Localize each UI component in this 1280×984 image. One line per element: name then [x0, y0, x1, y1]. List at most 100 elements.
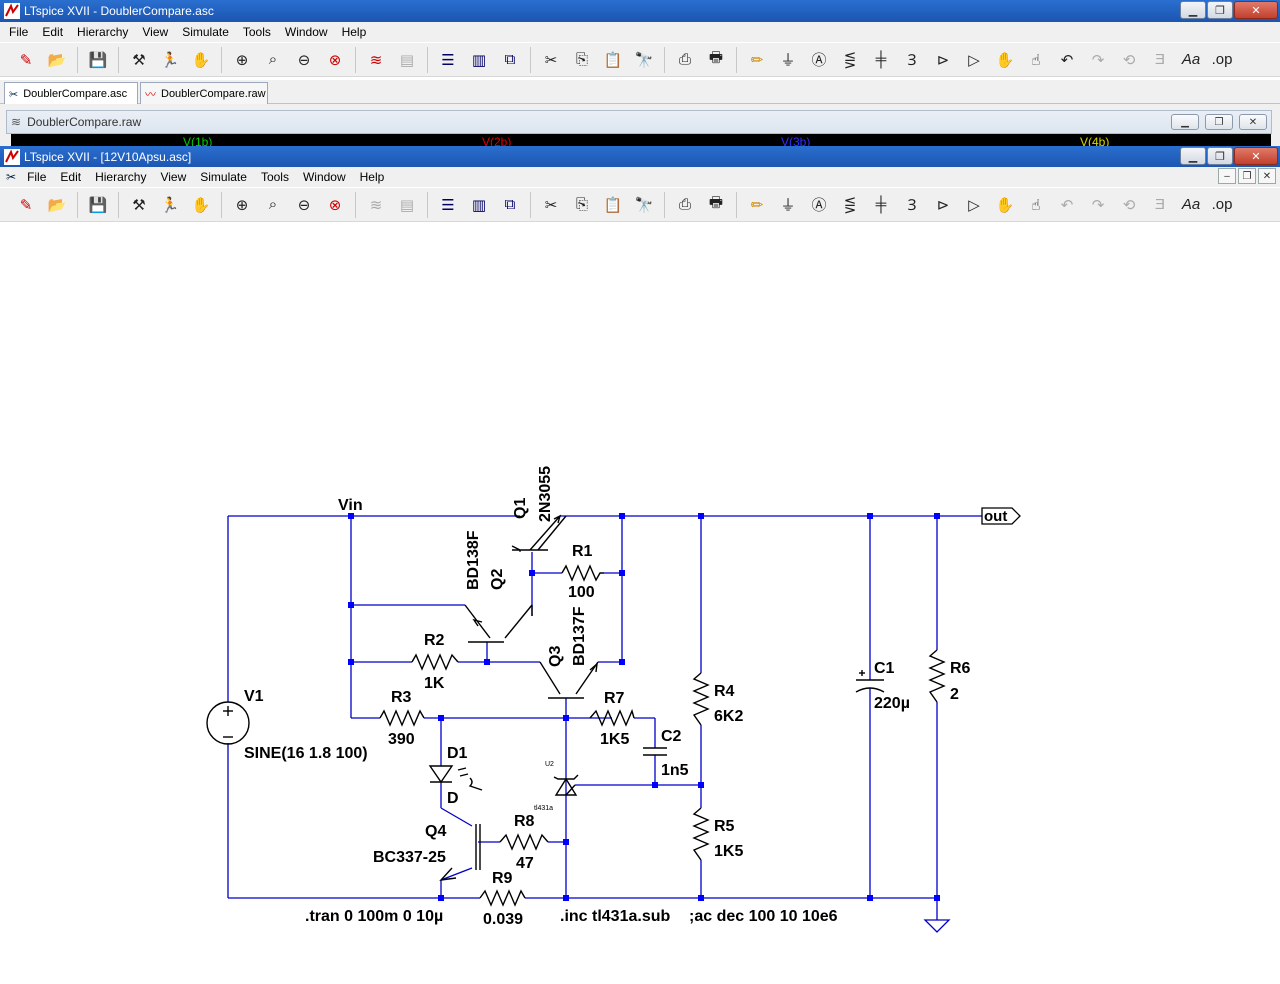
- mdi-close-button[interactable]: ✕: [1258, 168, 1276, 184]
- menu-hierarchy[interactable]: Hierarchy: [77, 25, 129, 39]
- find-icon[interactable]: 🔭: [634, 51, 654, 69]
- zoom-in-icon[interactable]: ⊕: [235, 51, 249, 69]
- control-panel-icon[interactable]: ⚒: [132, 196, 146, 214]
- r4-resistor-symbol[interactable]: [692, 672, 710, 726]
- menu-view[interactable]: View: [142, 25, 169, 39]
- out-net-label[interactable]: out: [981, 507, 1021, 525]
- menu-help[interactable]: Help: [359, 170, 385, 184]
- tile-vertical-icon[interactable]: ▥: [471, 196, 487, 214]
- undo-icon[interactable]: ↶: [1060, 196, 1074, 214]
- r1-value-label[interactable]: 100: [568, 584, 595, 601]
- run-icon[interactable]: 🏃: [160, 51, 180, 69]
- resistor-icon[interactable]: ⋚: [843, 51, 857, 69]
- r6-resistor-symbol[interactable]: [928, 649, 946, 703]
- rotate-icon[interactable]: ⟲: [1122, 196, 1136, 214]
- undo-icon[interactable]: ↶: [1060, 51, 1074, 69]
- spice-directive-icon[interactable]: .op: [1211, 196, 1233, 213]
- capacitor-icon[interactable]: ╪: [875, 196, 887, 213]
- autorange-icon[interactable]: ≋: [369, 51, 383, 69]
- diode-icon[interactable]: ⊳: [936, 196, 950, 214]
- d1-ref-label[interactable]: D1: [447, 745, 468, 762]
- waveform-minimize-button[interactable]: ▁: [1171, 114, 1199, 130]
- tran-directive[interactable]: .tran 0 100m 0 10µ: [305, 908, 443, 925]
- menu-tools[interactable]: Tools: [260, 170, 289, 184]
- run-icon[interactable]: 🏃: [160, 196, 180, 214]
- menu-view[interactable]: View: [160, 170, 187, 184]
- waveform-window-titlebar[interactable]: ≋ DoublerCompare.raw ▁ ❐ ✕: [6, 110, 1272, 134]
- r5-value-label[interactable]: 1K5: [714, 843, 743, 860]
- menu-help[interactable]: Help: [341, 25, 367, 39]
- cascade-icon[interactable]: ⧉: [504, 51, 516, 68]
- u2-value-label[interactable]: tl431a: [534, 805, 553, 812]
- q3-ref-label[interactable]: Q3: [547, 646, 564, 667]
- inc-directive[interactable]: .inc tl431a.sub: [560, 908, 670, 925]
- q1-transistor-symbol[interactable]: [511, 514, 567, 551]
- mirror-icon[interactable]: Ǝ: [1154, 51, 1165, 68]
- q2-ref-label[interactable]: Q2: [489, 569, 506, 590]
- r7-ref-label[interactable]: R7: [604, 690, 625, 707]
- print-icon[interactable]: 🖶: [708, 49, 724, 66]
- zoom-out-icon[interactable]: ⊖: [297, 51, 311, 69]
- q4-value-label[interactable]: BC337-25: [373, 849, 446, 866]
- q4-transistor-symbol[interactable]: [439, 824, 481, 881]
- drag-icon[interactable]: ☝: [1031, 51, 1041, 69]
- schematic-drawing[interactable]: out Vin Q1 2N3055 BD138F Q2 Q3 BD137F R1…: [0, 226, 1280, 984]
- component-icon[interactable]: ▷: [968, 51, 980, 69]
- r5-ref-label[interactable]: R5: [714, 818, 735, 835]
- d1-value-label[interactable]: D: [447, 790, 459, 807]
- halt-icon[interactable]: ✋: [191, 51, 211, 69]
- c2-ref-label[interactable]: C2: [661, 728, 682, 745]
- ground-icon[interactable]: [923, 919, 951, 933]
- waveform-restore-button[interactable]: ❐: [1205, 114, 1233, 130]
- paste-icon[interactable]: 📋: [603, 196, 623, 214]
- save-icon[interactable]: 💾: [88, 196, 108, 214]
- r9-resistor-symbol[interactable]: [479, 889, 526, 907]
- ground-icon[interactable]: ⏚: [780, 197, 796, 214]
- r1-ref-label[interactable]: R1: [572, 543, 593, 560]
- waveform-plot-pane[interactable]: V(1b) V(2b) V(3b) V(4b): [11, 134, 1271, 148]
- vin-net-label[interactable]: Vin: [338, 497, 363, 514]
- r3-resistor-symbol[interactable]: [379, 709, 425, 727]
- minimize-button[interactable]: ▁: [1180, 1, 1206, 19]
- print-setup-icon[interactable]: ⎙: [678, 51, 691, 68]
- menu-file[interactable]: File: [9, 25, 29, 39]
- v1-value-label[interactable]: SINE(16 1.8 100): [244, 745, 368, 762]
- tab-doublercompare-asc[interactable]: ✂ DoublerCompare.asc: [4, 82, 138, 105]
- cascade-icon[interactable]: ⧉: [504, 196, 516, 213]
- r9-value-label[interactable]: 0.039: [483, 911, 523, 928]
- print-setup-icon[interactable]: ⎙: [678, 196, 691, 213]
- r3-value-label[interactable]: 390: [388, 731, 415, 748]
- menu-hierarchy[interactable]: Hierarchy: [95, 170, 147, 184]
- label-net-icon[interactable]: Ⓐ: [811, 197, 827, 214]
- r6-value-label[interactable]: 2: [950, 686, 959, 703]
- c1-value-label[interactable]: 220µ: [874, 695, 910, 712]
- mirror-icon[interactable]: Ǝ: [1154, 196, 1165, 213]
- r4-value-label[interactable]: 6K2: [714, 708, 743, 725]
- component-icon[interactable]: ▷: [968, 196, 980, 214]
- find-icon[interactable]: 🔭: [634, 196, 654, 214]
- mdi-minimize-button[interactable]: –: [1218, 168, 1236, 184]
- c2-value-label[interactable]: 1n5: [661, 762, 689, 779]
- open-icon[interactable]: 📂: [47, 196, 67, 214]
- r5-resistor-symbol[interactable]: [692, 807, 710, 861]
- r6-ref-label[interactable]: R6: [950, 660, 971, 677]
- cut-icon[interactable]: ✂: [544, 196, 558, 214]
- sheet-icon[interactable]: ▤: [399, 196, 415, 214]
- menu-window[interactable]: Window: [302, 170, 346, 184]
- v1-source-symbol[interactable]: [206, 701, 250, 745]
- new-schematic-icon[interactable]: ✎: [19, 196, 33, 214]
- v1-ref-label[interactable]: V1: [244, 688, 264, 705]
- draw-wire-icon[interactable]: ✏: [750, 51, 764, 69]
- resistor-icon[interactable]: ⋚: [843, 196, 857, 214]
- diode-icon[interactable]: ⊳: [936, 51, 950, 69]
- pan-icon[interactable]: ⌕: [268, 51, 278, 68]
- pan-icon[interactable]: ⌕: [268, 196, 278, 213]
- tab-doublercompare-raw[interactable]: 〰 DoublerCompare.raw: [140, 82, 268, 104]
- menu-tools[interactable]: Tools: [242, 25, 271, 39]
- r8-ref-label[interactable]: R8: [514, 813, 535, 830]
- c1-capacitor-symbol[interactable]: [855, 670, 885, 693]
- minimize-button[interactable]: ▁: [1180, 147, 1206, 165]
- text-icon[interactable]: Aa: [1181, 51, 1201, 68]
- trace-label-v3b[interactable]: V(3b): [781, 135, 811, 148]
- r8-value-label[interactable]: 47: [516, 855, 534, 872]
